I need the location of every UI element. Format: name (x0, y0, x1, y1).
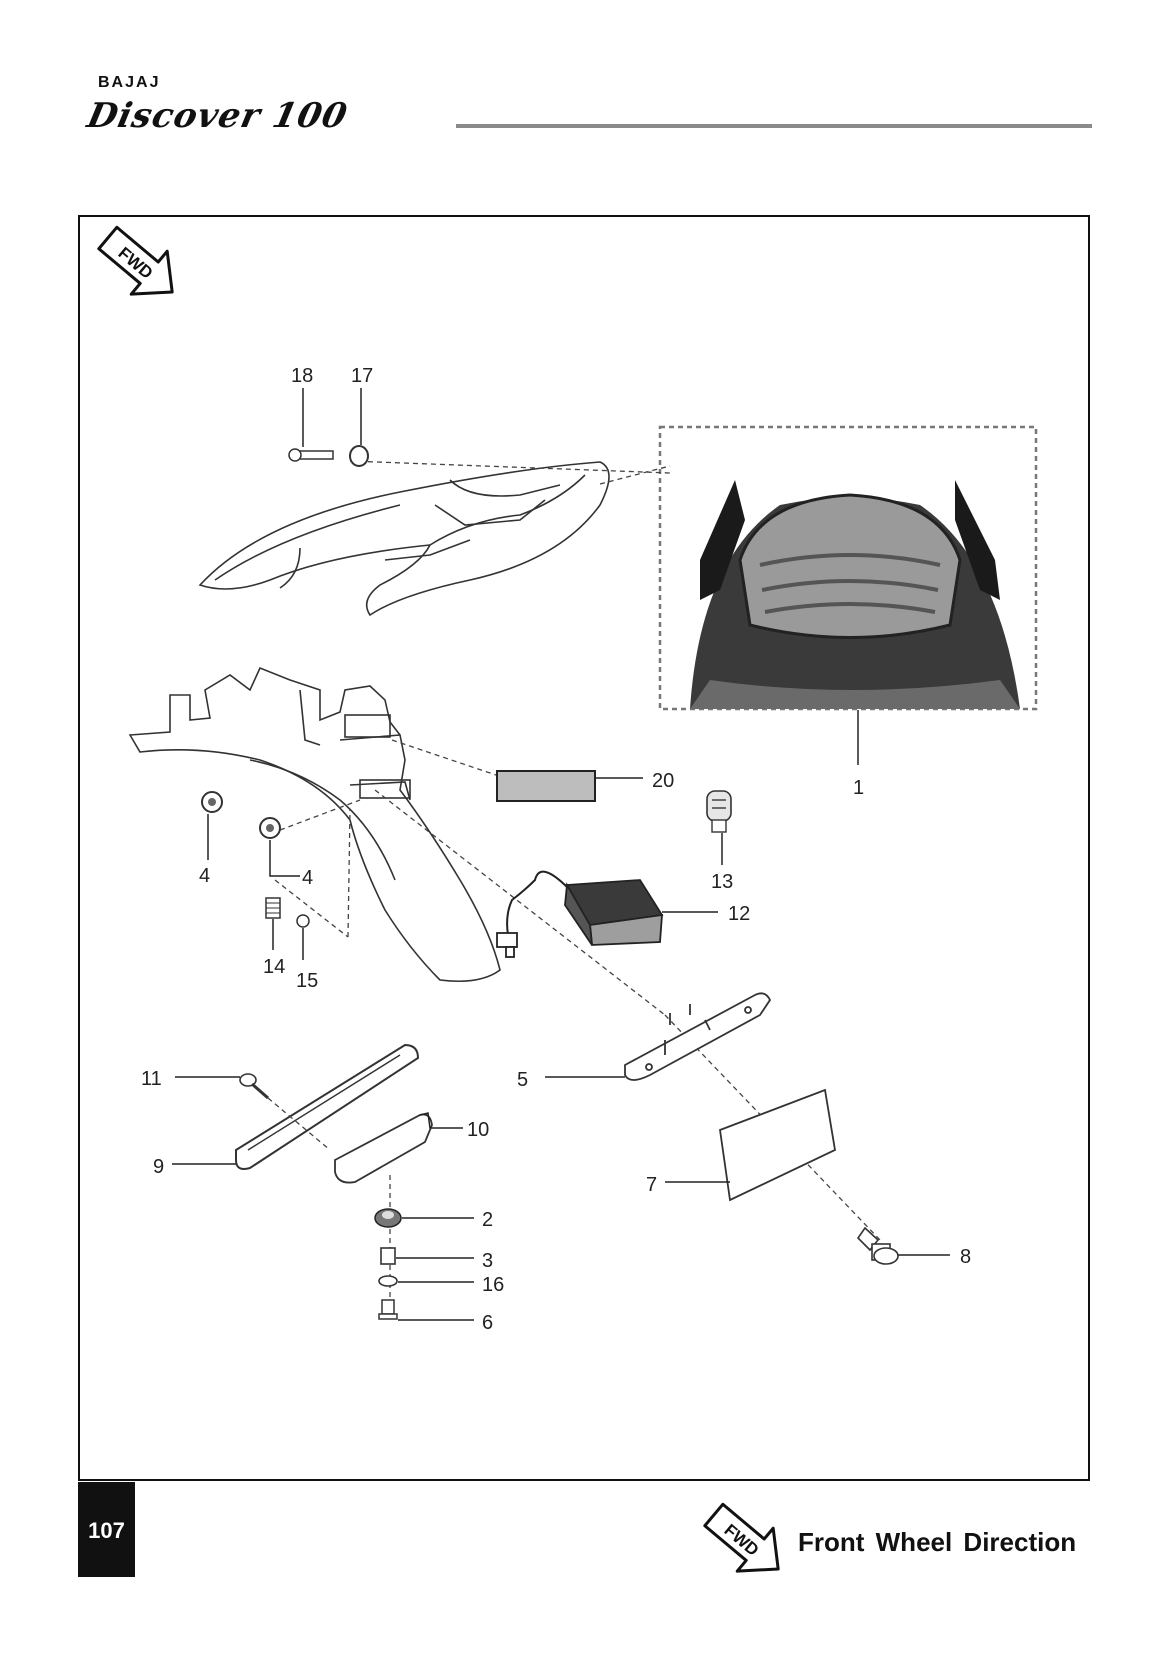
reflector-frame-9 (235, 1043, 420, 1170)
reflector-strip-20 (496, 770, 596, 802)
screw-11 (239, 1073, 269, 1100)
bolt-6 (378, 1299, 398, 1320)
tail-lamp-photo (690, 480, 1020, 709)
grommet-4b (259, 817, 281, 839)
page-number-box: 107 (78, 1482, 135, 1577)
callout-6: 6 (482, 1312, 493, 1334)
callout-13: 13 (711, 871, 733, 893)
bracket-10 (334, 1113, 433, 1184)
fwd-legend-text: Front Wheel Direction (798, 1527, 1077, 1557)
number-plate-7 (719, 1088, 836, 1202)
callout-15: 15 (296, 970, 318, 992)
callout-8: 8 (960, 1246, 971, 1268)
page-number: 107 (88, 1518, 125, 1543)
grommet-4a (201, 791, 223, 813)
callout-12: 12 (728, 903, 750, 925)
bracket-5 (624, 992, 772, 1081)
callout-3: 3 (482, 1250, 493, 1272)
fwd-arrow-icon: FWD (97, 225, 174, 296)
callout-10: 10 (467, 1119, 489, 1141)
callout-16: 16 (482, 1274, 504, 1296)
callout-4a: 4 (199, 865, 210, 887)
nut-2 (374, 1208, 402, 1228)
header-rule (456, 124, 1092, 128)
spacer-3 (380, 1247, 396, 1265)
washer-17 (349, 445, 369, 467)
callout-11: 11 (141, 1068, 162, 1090)
callout-5: 5 (517, 1069, 528, 1091)
callout-1: 1 (853, 777, 864, 799)
screw-14 (265, 897, 281, 919)
licence-lamp-12 (496, 870, 664, 958)
callout-14: 14 (263, 956, 285, 978)
bolt-18 (288, 448, 334, 462)
washer-15 (296, 914, 310, 928)
callout-7: 7 (646, 1174, 657, 1196)
callout-17: 17 (351, 365, 373, 387)
callout-2: 2 (482, 1209, 493, 1231)
bulb-13 (706, 790, 732, 833)
washer-16 (378, 1275, 398, 1287)
callout-4b: 4 (302, 867, 313, 889)
fwd-legend-arrow-icon: FWD (703, 1502, 780, 1573)
diagram-frame (78, 215, 1090, 1481)
flange-bolt-8 (856, 1226, 899, 1265)
callout-9: 9 (153, 1156, 164, 1178)
brand-name: BAJAJ (98, 74, 161, 91)
rear-cowl-drawing (198, 461, 610, 617)
rear-mudguard-drawing (128, 666, 501, 983)
callout-18: 18 (291, 365, 313, 387)
callout-20: 20 (652, 770, 674, 792)
